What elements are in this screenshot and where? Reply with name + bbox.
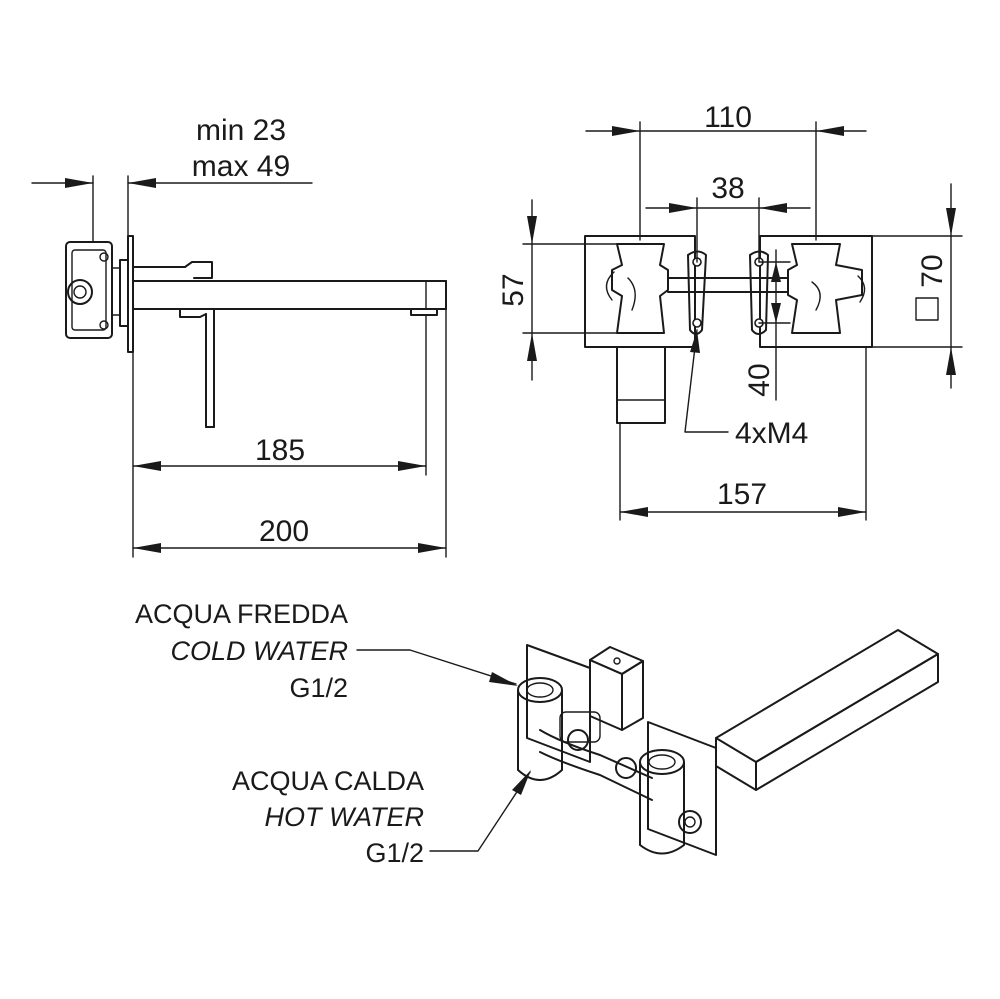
cold-water-label-en: COLD WATER bbox=[170, 636, 348, 666]
side-spout bbox=[132, 261, 447, 316]
iso-pipe-body bbox=[539, 711, 653, 801]
side-valve-body bbox=[65, 241, 121, 339]
hot-water-thread: G1/2 bbox=[365, 838, 424, 868]
hot-water-label-en: HOT WATER bbox=[265, 802, 425, 832]
iso-hot-inlet bbox=[639, 749, 702, 855]
cold-water-thread: G1/2 bbox=[289, 673, 348, 703]
handle-offset-dimension: 40 bbox=[743, 249, 791, 401]
bracket-distance-dimension: 38 bbox=[645, 172, 811, 263]
front-right-valve bbox=[787, 243, 866, 334]
overall-length-dimension: 200 bbox=[132, 308, 447, 558]
plate-size-dimension: 70 bbox=[871, 183, 963, 389]
iso-left-plate bbox=[526, 644, 591, 763]
iso-cold-inlet bbox=[517, 677, 563, 781]
center-distance-dimension: 110 bbox=[585, 101, 867, 241]
fixing-screws-label: 4xM4 bbox=[735, 417, 808, 450]
side-wall-plate bbox=[119, 235, 134, 353]
hot-water-callout: ACQUA CALDA HOT WATER G1/2 bbox=[232, 766, 531, 868]
spout-reach-dimension: 185 bbox=[132, 314, 427, 558]
front-lever bbox=[616, 346, 666, 424]
plate-height-label: 57 bbox=[497, 273, 530, 306]
depth-min-label: min 23 bbox=[196, 114, 286, 147]
bracket-distance-label: 38 bbox=[711, 172, 744, 205]
handle-offset-label: 40 bbox=[743, 363, 776, 396]
square-symbol bbox=[915, 297, 939, 321]
side-depth-dimension: min 23 max 49 bbox=[31, 114, 313, 243]
front-left-valve bbox=[605, 243, 669, 334]
overall-width-label: 157 bbox=[717, 478, 767, 511]
cold-water-label-it: ACQUA FREDDA bbox=[135, 599, 348, 629]
overall-width-dimension: 157 bbox=[619, 346, 867, 521]
overall-length-label: 200 bbox=[259, 515, 309, 548]
side-lever bbox=[179, 308, 215, 428]
iso-spout bbox=[715, 629, 939, 791]
isometric-view bbox=[517, 629, 939, 856]
iso-right-plate bbox=[647, 721, 717, 856]
plate-height-dimension: 57 bbox=[497, 199, 631, 381]
side-view: min 23 max 49 185 200 bbox=[31, 114, 447, 558]
cold-water-callout: ACQUA FREDDA COLD WATER G1/2 bbox=[135, 599, 518, 703]
fixing-screws-callout: 4xM4 bbox=[684, 329, 808, 450]
hot-water-label-it: ACQUA CALDA bbox=[232, 766, 424, 796]
front-view: 110 38 57 40 bbox=[497, 101, 963, 521]
depth-max-label: max 49 bbox=[192, 150, 290, 183]
iso-lever-block bbox=[589, 646, 644, 731]
center-distance-label: 110 bbox=[704, 101, 752, 134]
plate-size-label: 70 bbox=[916, 254, 949, 287]
spout-reach-label: 185 bbox=[255, 434, 305, 467]
